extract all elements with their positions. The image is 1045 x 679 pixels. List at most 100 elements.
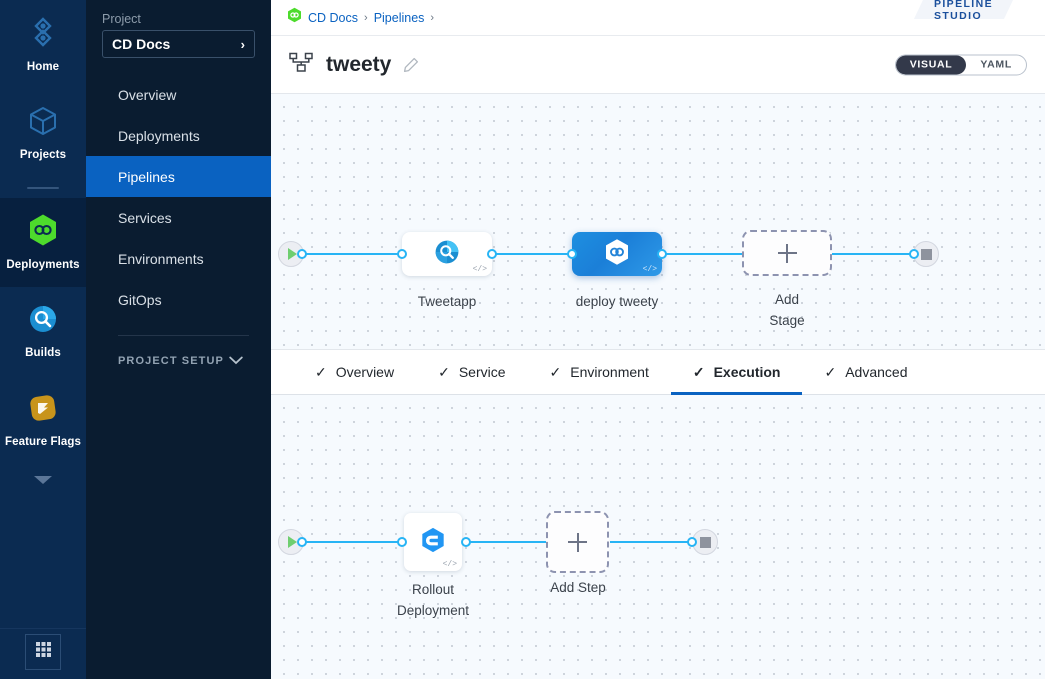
port-end-in[interactable] [687, 537, 697, 547]
port-stage1-out[interactable] [487, 249, 497, 259]
add-stage-button[interactable] [742, 230, 832, 276]
edge-addstage-to-end [820, 253, 915, 255]
edge-stage2-to-addstage [649, 253, 744, 255]
tab-environment[interactable]: ✓ Environment [528, 350, 671, 395]
rail-item-feature-flags[interactable]: Feature Flags [0, 376, 86, 465]
step-node-rollout-deployment[interactable]: </> [404, 513, 462, 571]
breadcrumb-cd-docs[interactable]: CD Docs [308, 10, 359, 25]
plus-icon [777, 243, 797, 263]
rail-bottom-bar [0, 628, 86, 679]
page-title: tweety [326, 52, 392, 76]
tab-service[interactable]: ✓ Service [416, 350, 527, 395]
execution-step-canvas[interactable]: </> Rollout Deployment Add Step [271, 395, 1045, 679]
sidebar-item-environments[interactable]: Environments [86, 238, 271, 279]
breadcrumb-pipelines[interactable]: Pipelines [373, 10, 425, 25]
step-label-line2: Deployment [396, 603, 470, 619]
rail-item-label: Deployments [6, 259, 80, 272]
module-rail: Home Projects [0, 0, 86, 679]
build-stage-icon [433, 238, 461, 271]
project-setup-section[interactable]: PROJECT SETUP [86, 336, 271, 368]
edge-start-to-stage1 [301, 253, 406, 255]
edge-stage1-to-stage2 [477, 253, 572, 255]
tab-overview[interactable]: ✓ Overview [293, 350, 416, 395]
rail-item-home[interactable]: Home [0, 0, 86, 89]
play-icon [288, 536, 297, 548]
add-step-label: Add Step [550, 580, 606, 595]
breadcrumb-separator: › [430, 11, 435, 24]
sidebar-item-label: Environments [118, 250, 204, 267]
code-glyph: </> [442, 560, 457, 569]
step-label-rollout-deployment: Rollout Deployment [363, 579, 503, 622]
tab-advanced[interactable]: ✓ Advanced [802, 350, 929, 395]
port-end-in[interactable] [909, 249, 919, 259]
toggle-yaml[interactable]: YAML [980, 58, 1012, 71]
project-hexagon-icon [287, 7, 302, 28]
port-stage2-in[interactable] [567, 249, 577, 259]
port-start-out[interactable] [297, 537, 307, 547]
rail-item-builds[interactable]: Builds [0, 287, 86, 376]
rail-item-projects[interactable]: Projects [0, 89, 86, 178]
add-step-button[interactable] [546, 511, 609, 573]
grid-apps-icon [35, 641, 52, 663]
port-stage1-in[interactable] [397, 249, 407, 259]
rail-more-button[interactable] [0, 465, 86, 499]
main-content: CD Docs › Pipelines › PIPELINE STUDIO [271, 0, 1045, 679]
sidebar-divider [118, 335, 249, 336]
sidebar-item-services[interactable]: Services [86, 197, 271, 238]
tab-label: Environment [570, 364, 649, 380]
pencil-edit-icon[interactable] [403, 57, 419, 73]
port-step1-out[interactable] [461, 537, 471, 547]
port-stage2-out[interactable] [657, 249, 667, 259]
check-icon: ✓ [824, 364, 837, 380]
rail-item-label: Builds [25, 347, 61, 360]
check-icon: ✓ [438, 364, 450, 380]
sidebar-item-label: Overview [118, 86, 177, 103]
stop-icon [699, 536, 711, 548]
stage-canvas[interactable]: </> Tweetapp </> [271, 94, 1045, 350]
tab-label: Service [458, 364, 506, 380]
sidebar-item-overview[interactable]: Overview [86, 74, 271, 115]
tab-execution[interactable]: ✓ Execution [670, 350, 803, 395]
tab-label: Advanced [845, 364, 908, 380]
stage-node-tweetapp[interactable]: </> [402, 232, 492, 276]
project-sidebar: Project CD Docs › Overview Deployments P… [86, 0, 271, 679]
add-stage-label: Add Stage [769, 292, 805, 329]
project-selector-value: CD Docs [112, 36, 171, 52]
sidebar-item-label: Deployments [118, 127, 200, 144]
edge-addstep-to-end [610, 541, 700, 543]
sidebar-item-deployments[interactable]: Deployments [86, 115, 271, 156]
stop-icon [920, 248, 932, 260]
sidebar-nav: Overview Deployments Pipelines Services … [86, 74, 271, 320]
code-glyph: </> [472, 265, 487, 274]
edge-step1-to-addstep [466, 541, 566, 543]
check-icon: ✓ [692, 364, 705, 380]
port-start-out[interactable] [297, 249, 307, 259]
port-step1-in[interactable] [397, 537, 407, 547]
sidebar-item-label: Services [118, 209, 172, 226]
grid-apps-button[interactable] [25, 634, 61, 670]
stage-node-deploy-tweety[interactable]: </> [572, 232, 662, 276]
stage-config-tabs: ✓ Overview ✓ Service ✓ Environment ✓ Exe… [271, 350, 1045, 395]
step-label-line1: Rollout [411, 582, 455, 597]
cube-icon [27, 105, 59, 142]
sidebar-item-label: Pipelines [118, 168, 175, 185]
code-glyph: </> [642, 265, 657, 274]
view-mode-toggle[interactable]: VISUAL YAML [894, 54, 1027, 75]
rail-divider [0, 178, 86, 198]
plus-icon [568, 532, 587, 552]
chevron-right-icon: › [240, 36, 245, 52]
toggle-visual[interactable]: VISUAL [895, 55, 967, 74]
rail-item-label: Projects [19, 149, 67, 162]
rail-item-deployments[interactable]: Deployments [0, 198, 86, 287]
chevron-down-icon [229, 353, 243, 368]
pipeline-studio-badge: PIPELINE STUDIO [914, 0, 1013, 19]
check-icon: ✓ [315, 364, 327, 380]
sidebar-item-gitops[interactable]: GitOps [86, 279, 271, 320]
project-label: Project [102, 12, 141, 26]
deploy-stage-icon [604, 238, 630, 271]
project-selector[interactable]: CD Docs › [102, 30, 255, 58]
pipeline-nodes-icon [289, 52, 314, 78]
breadcrumb-separator: › [364, 11, 368, 24]
sidebar-item-pipelines[interactable]: Pipelines [86, 156, 271, 197]
